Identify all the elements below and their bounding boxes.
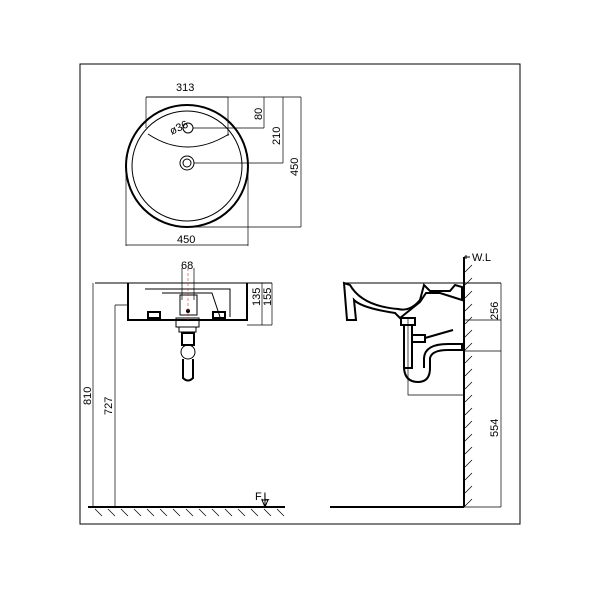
drain-pipe: [400, 317, 416, 369]
front-view: 68 135 155 810 727 F.L: [82, 260, 285, 517]
trap-pipe-side: [403, 343, 463, 384]
water-level-marker-icon: [464, 255, 470, 259]
basin-side: [342, 281, 463, 321]
wall-label: W.L: [472, 252, 491, 264]
trap-pipe: [182, 359, 194, 382]
dim-450-width: 450: [177, 234, 195, 246]
floor-label: F.L: [255, 491, 270, 503]
dim-450-depth: 450: [289, 158, 301, 176]
basin-inner-rim: [131, 110, 243, 222]
floor-hatching: [94, 508, 285, 517]
dim-313: 313: [176, 82, 194, 94]
basin-front: [127, 283, 248, 321]
dim-210: 210: [271, 127, 283, 145]
dim-68: 68: [181, 260, 193, 272]
dim-80: 80: [253, 108, 265, 120]
wall-hatching: [464, 264, 473, 507]
drain-icon: [182, 158, 192, 168]
dim-155: 155: [262, 288, 274, 306]
dim-135: 135: [251, 288, 263, 306]
dim-727: 727: [103, 397, 115, 415]
dim-256: 256: [489, 302, 501, 320]
dim-810: 810: [82, 387, 94, 405]
drain-outer: [179, 155, 195, 171]
drawing-frame: [79, 63, 521, 525]
floor-marker-icon: [261, 494, 269, 509]
side-view: W.L 256 554: [330, 252, 502, 508]
tap-deck: [147, 133, 230, 148]
trap-nut: [181, 332, 195, 346]
hole-diameter-label: ø36: [168, 119, 190, 138]
dim-554: 554: [489, 419, 501, 437]
top-view: ø36 313 80 210 450 450: [125, 82, 302, 246]
